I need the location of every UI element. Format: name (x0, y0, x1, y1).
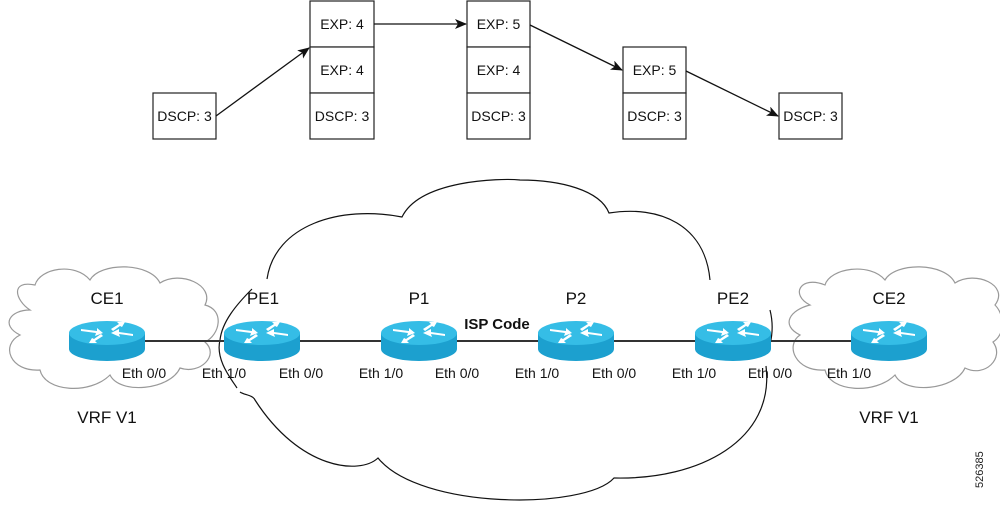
router-pe1[interactable]: PE1 Eth 1/0 Eth 0/0 (202, 289, 324, 381)
router-icon (851, 321, 927, 361)
router-icon (381, 321, 457, 361)
router-label: CE1 (90, 289, 123, 308)
router-label: PE2 (717, 289, 749, 308)
router-label: CE2 (872, 289, 905, 308)
vrf-label-right: VRF V1 (859, 408, 919, 427)
isp-cloud-label: ISP Code (464, 316, 530, 333)
router-ce1[interactable]: CE1 Eth 0/0 (69, 289, 166, 381)
interface-label: Eth 1/0 (515, 365, 560, 381)
interface-label: Eth 0/0 (435, 365, 480, 381)
interface-label: Eth 1/0 (202, 365, 247, 381)
dscp-field: DSCP: 3 (157, 108, 212, 124)
exp-outer-field: EXP: 4 (320, 16, 364, 32)
interface-label: Eth 1/0 (827, 365, 872, 381)
arrow-4-to-5 (685, 70, 779, 117)
router-pe2[interactable]: PE2 Eth 1/0 Eth 0/0 (672, 289, 793, 381)
vrf-cloud-left (8, 266, 219, 389)
exp-inner-field: EXP: 4 (477, 62, 521, 78)
router-ce2[interactable]: CE2 Eth 1/0 (827, 289, 927, 381)
vrf-cloud-right (788, 266, 1000, 389)
vrf-label-left: VRF V1 (77, 408, 137, 427)
packet-stack-3: EXP: 5 EXP: 4 DSCP: 3 (466, 0, 531, 140)
arrow-3-to-4 (529, 24, 623, 71)
dscp-field: DSCP: 3 (471, 108, 526, 124)
router-label: PE1 (247, 289, 279, 308)
router-p1[interactable]: P1 Eth 1/0 Eth 0/0 (359, 289, 480, 381)
router-icon (538, 321, 614, 361)
packet-stack-4: EXP: 5 DSCP: 3 (622, 46, 687, 140)
dscp-field: DSCP: 3 (783, 108, 838, 124)
isp-core-cloud (218, 178, 773, 501)
figure-id: 526385 (974, 451, 986, 488)
interface-label: Eth 0/0 (748, 365, 793, 381)
router-label: P2 (566, 289, 587, 308)
exp-inner-field: EXP: 4 (320, 62, 364, 78)
packet-stack-2: EXP: 4 EXP: 4 DSCP: 3 (309, 0, 375, 140)
interface-label: Eth 1/0 (359, 365, 404, 381)
packet-stack-5: DSCP: 3 (778, 92, 843, 140)
interface-label: Eth 1/0 (672, 365, 717, 381)
router-icon (224, 321, 300, 361)
exp-outer-field: EXP: 5 (477, 16, 521, 32)
interface-label: Eth 0/0 (122, 365, 167, 381)
dscp-field: DSCP: 3 (315, 108, 370, 124)
interface-label: Eth 0/0 (279, 365, 324, 381)
router-icon (695, 321, 771, 361)
arrow-1-to-2 (215, 47, 310, 117)
packet-stack-1: DSCP: 3 (152, 92, 217, 140)
router-icon (69, 321, 145, 361)
router-label: P1 (409, 289, 430, 308)
dscp-field: DSCP: 3 (627, 108, 682, 124)
router-p2[interactable]: P2 Eth 1/0 Eth 0/0 (515, 289, 637, 381)
exp-field: EXP: 5 (633, 62, 677, 78)
interface-label: Eth 0/0 (592, 365, 637, 381)
